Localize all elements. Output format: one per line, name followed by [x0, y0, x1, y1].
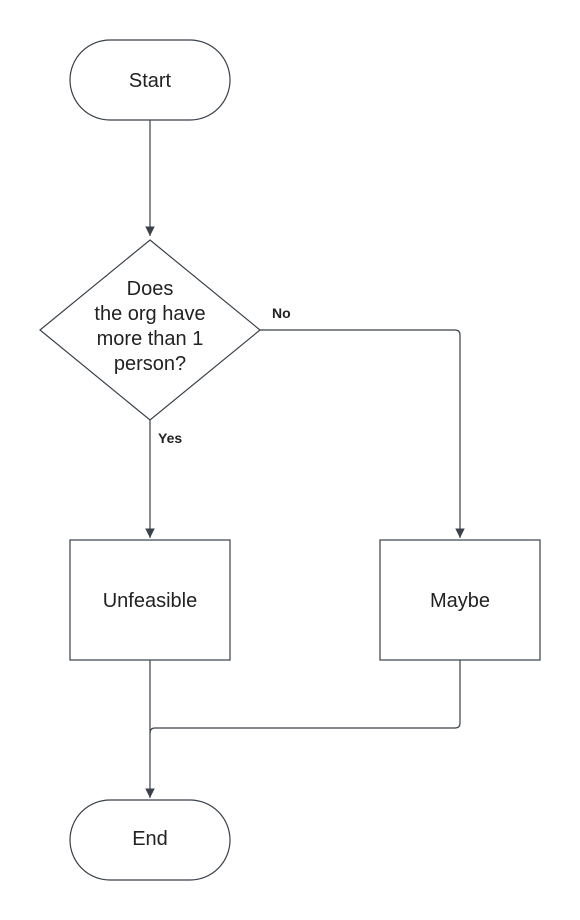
maybe-label: Maybe [430, 590, 490, 612]
end-terminator-shape [69, 799, 231, 881]
edge-label-yes: Yes [158, 430, 182, 446]
connector-maybe-to-end [149, 660, 461, 734]
unfeasible-process-shape [69, 539, 231, 661]
start-terminator-shape [69, 39, 231, 121]
decision-diamond-shape [39, 239, 261, 421]
unfeasible-label: Unfeasible [103, 590, 198, 612]
start-label: Start [129, 70, 172, 92]
start-node[interactable]: Start [69, 39, 231, 121]
decision-text-line-3: more than 1 [97, 328, 204, 350]
decision-text-line-1: Does [127, 278, 174, 300]
end-node[interactable]: End [69, 799, 231, 881]
maybe-process-shape [379, 539, 541, 661]
unfeasible-node[interactable]: Unfeasible [69, 539, 231, 661]
decision-node[interactable]: Does the org have more than 1 person? [39, 239, 261, 421]
edge-label-no: No [272, 305, 291, 321]
decision-text-line-4: person? [114, 353, 186, 375]
end-label: End [132, 828, 168, 850]
maybe-node[interactable]: Maybe [379, 539, 541, 661]
connector-no-branch [260, 329, 465, 538]
decision-text-line-2: the org have [94, 303, 205, 325]
